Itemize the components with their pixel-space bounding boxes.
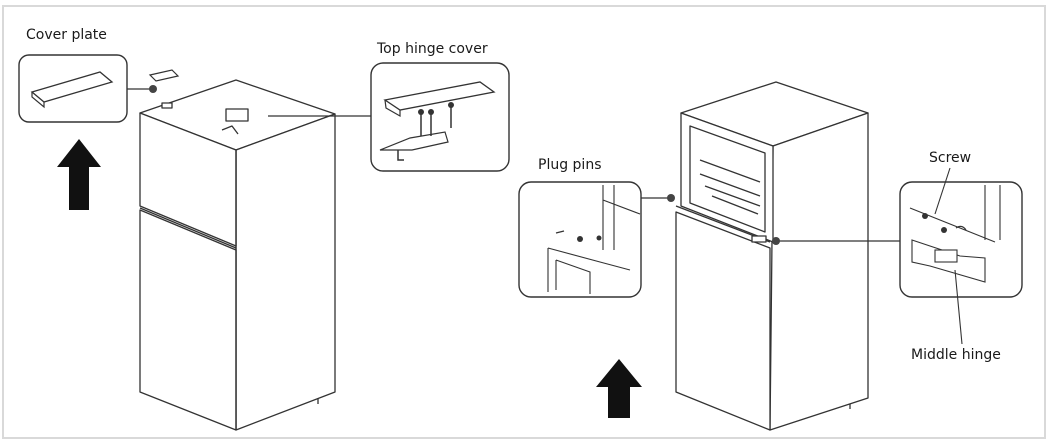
middle-hinge-label: Middle hinge	[911, 347, 1001, 363]
top-hinge-cover-detail	[383, 81, 496, 111]
hinge-pin	[397, 150, 404, 161]
hinge-screw-head-1	[418, 109, 424, 115]
screw-rotation-mark	[955, 225, 967, 231]
plug-pins-label: Plug pins	[538, 157, 602, 173]
freezer-shelf-1	[699, 159, 761, 183]
left-cover-plate-spot	[161, 102, 173, 109]
left-fridge-side	[235, 113, 336, 431]
left-up-arrow-icon	[57, 139, 101, 210]
right-middle-hinge-spot	[751, 235, 767, 243]
plug-pins-bracket	[547, 247, 631, 294]
left-top-hinge-cover	[225, 108, 249, 122]
middle-hinge-dot	[772, 237, 780, 245]
left-top-hinge	[221, 125, 239, 135]
right-fridge	[675, 81, 869, 431]
plug-pin-2	[596, 235, 602, 241]
screw-2	[941, 227, 947, 233]
outer-border	[2, 5, 1046, 439]
screw-label: Screw	[929, 150, 972, 166]
middle-hinge-callout	[899, 181, 1023, 298]
cover-plate-dot	[149, 85, 157, 93]
cover-plate-thickness	[31, 92, 45, 109]
left-fridge-door	[139, 209, 237, 431]
right-fridge-door	[675, 211, 771, 431]
freezer-shelf-4	[711, 195, 759, 215]
hinge-screw-head-2	[428, 109, 434, 115]
top-hinge-cover-label: Top hinge cover	[377, 41, 488, 57]
cover-plate-label: Cover plate	[26, 27, 107, 43]
right-freezer-inner	[689, 125, 766, 233]
cover-plate-detail	[30, 71, 114, 103]
top-hinge-bracket	[379, 131, 449, 151]
plug-pins-frame	[602, 185, 641, 250]
middle-hinge-block	[934, 249, 958, 263]
middle-hinge-pointer	[954, 269, 963, 345]
left-door-gap	[139, 207, 237, 249]
freezer-shelf-3	[704, 185, 761, 207]
hinge-screw-head-3	[448, 102, 454, 108]
screw-1	[922, 213, 928, 219]
screw-pointer	[934, 167, 951, 215]
loose-cover-plate	[148, 69, 180, 82]
plug-pins-dot	[667, 194, 675, 202]
right-up-arrow-icon	[596, 359, 642, 418]
plug-pin-1	[577, 236, 583, 242]
plug-pin-screw	[555, 230, 565, 234]
freezer-shelf-2	[699, 173, 761, 197]
left-fridge	[139, 79, 336, 431]
top-hinge-cover-thickness	[384, 99, 401, 118]
top-hinge-callout	[370, 62, 510, 172]
right-fridge-side	[769, 112, 869, 431]
